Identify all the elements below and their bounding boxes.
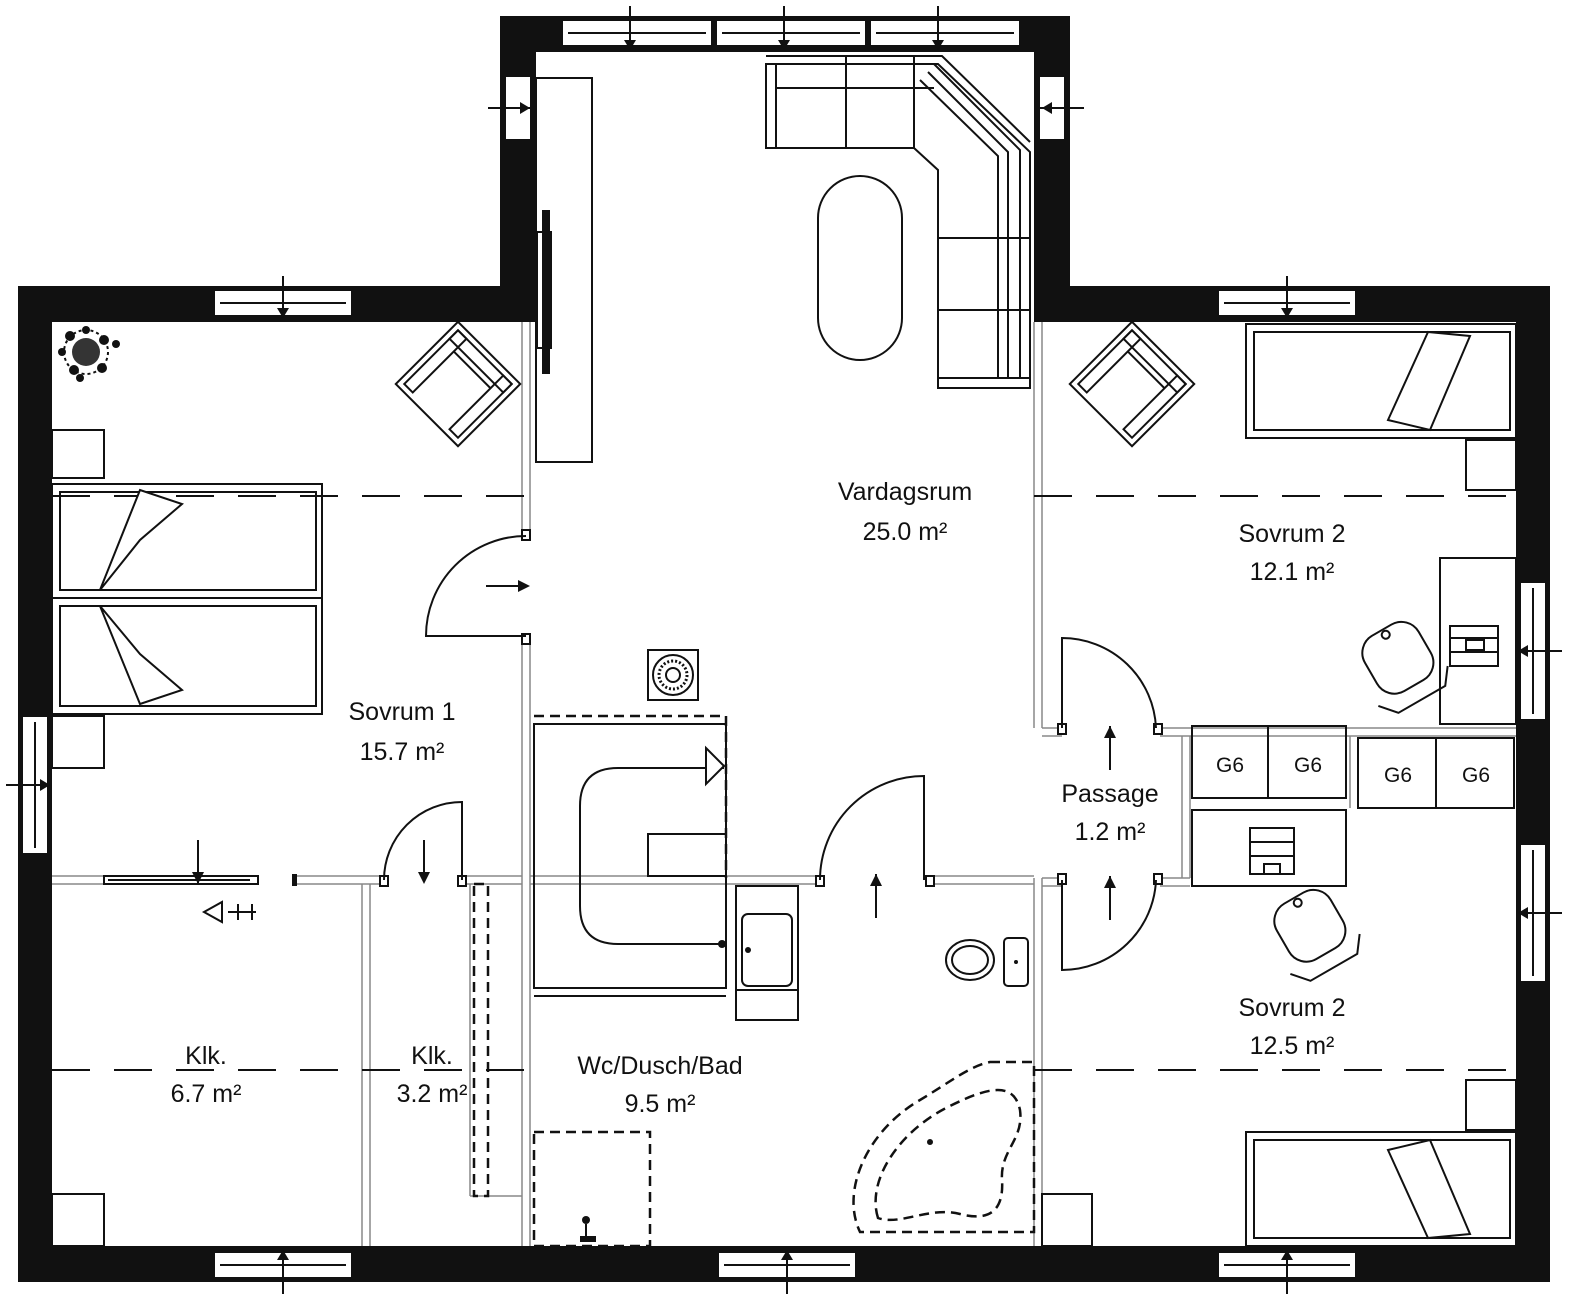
sliding-door-klk-large [103, 840, 297, 924]
desk-chair-lower [1273, 888, 1361, 982]
cabinet-label: G6 [1462, 764, 1490, 787]
room-name-wc-dusch-bad: Wc/Dusch/Bad [577, 1052, 742, 1080]
room-name-klk-large: Klk. [185, 1042, 227, 1070]
room-name-sovrum-1: Sovrum 1 [349, 698, 456, 726]
door-bath [815, 774, 935, 918]
furniture-vardagsrum [535, 55, 1031, 463]
corner-sofa [765, 55, 1031, 389]
room-name-klk-small: Klk. [411, 1042, 453, 1070]
desk-sovrum2-upper [1439, 557, 1517, 725]
nightstand-top [51, 429, 105, 479]
room-area-wc-dusch-bad: 9.5 m² [625, 1090, 696, 1118]
bathtub-icon [852, 1060, 1036, 1234]
window-bottom-sovrum2 [1217, 1250, 1357, 1294]
closet-box [51, 1193, 105, 1247]
window-left-sovrum1 [6, 715, 50, 855]
floor-drain-area [532, 1130, 652, 1248]
stove-area [533, 649, 728, 997]
nightstand-sovrum2-upper [1465, 439, 1517, 491]
room-name-sovrum-2-upper: Sovrum 2 [1239, 520, 1346, 548]
armchair-sovrum2 [1068, 320, 1196, 448]
plant-icon [58, 326, 120, 382]
closet-shelf [472, 882, 490, 1198]
room-area-vardagsrum: 25.0 m² [863, 518, 948, 546]
bed-lower [51, 597, 323, 715]
window-right-sovrum2-upper [1518, 581, 1562, 721]
stove-icon [647, 649, 699, 701]
window-left-living [488, 75, 532, 141]
doors [103, 529, 1163, 972]
window-top-3 [869, 6, 1021, 50]
furniture-bathroom [532, 885, 1036, 1248]
exterior-walls [18, 16, 1550, 1282]
room-name-vardagsrum: Vardagsrum [838, 478, 972, 506]
closet-box-passage [1041, 1193, 1093, 1247]
desk-passage [1191, 809, 1347, 887]
shower-room [533, 714, 728, 997]
furniture-sovrum1 [51, 320, 522, 769]
door-sovrum1-living [424, 529, 531, 645]
dashed-lines [52, 495, 1516, 1071]
bed-sovrum2-upper [1245, 323, 1517, 439]
room-area-sovrum-2-upper: 12.1 m² [1250, 558, 1335, 586]
room-area-sovrum-1: 15.7 m² [360, 738, 445, 766]
toilet-icon [945, 937, 1029, 987]
furniture-closets [51, 882, 490, 1247]
cabinet-label: G6 [1294, 754, 1322, 777]
furniture-sovrum2-upper [1068, 320, 1517, 725]
window-top-sovrum2 [1217, 276, 1357, 318]
window-top-sovrum1 [213, 276, 353, 318]
desk-chair-upper [1361, 620, 1449, 714]
window-right-sovrum2-lower [1518, 843, 1562, 983]
cabinets [1191, 725, 1515, 887]
door-passage-lower [1057, 873, 1163, 972]
cabinet-label: G6 [1384, 764, 1412, 787]
sink-icon [735, 885, 799, 1021]
door-passage-upper [1057, 636, 1163, 770]
window-top-2 [715, 6, 867, 50]
bed-upper [51, 483, 323, 599]
window-bottom-klk [213, 1250, 353, 1294]
furniture-sovrum2-lower [1041, 888, 1517, 1247]
room-area-klk-small: 3.2 m² [397, 1080, 468, 1108]
room-name-passage: Passage [1061, 780, 1158, 808]
bed-sovrum2-lower [1245, 1131, 1517, 1247]
room-name-sovrum-2-lower: Sovrum 2 [1239, 994, 1346, 1022]
armchair-sovrum1 [394, 320, 522, 448]
room-area-passage: 1.2 m² [1075, 818, 1146, 846]
tv-bench [535, 77, 593, 463]
window-top-1 [561, 6, 713, 50]
window-bottom-bath [717, 1250, 857, 1294]
nightstand-bottom [51, 715, 105, 769]
coffee-table [817, 175, 903, 361]
window-right-living [1038, 75, 1084, 141]
room-area-klk-large: 6.7 m² [171, 1080, 242, 1108]
windows [6, 6, 1562, 1294]
cabinet-label: G6 [1216, 754, 1244, 777]
cabinet-labels: G6 G6 G6 G6 [1216, 754, 1490, 787]
room-area-sovrum-2-lower: 12.5 m² [1250, 1032, 1335, 1060]
interior-partitions [52, 322, 1516, 1246]
room-labels: Vardagsrum 25.0 m² Sovrum 1 15.7 m² Sovr… [171, 478, 1346, 1118]
nightstand-sovrum2-lower [1465, 1079, 1517, 1131]
door-klk-small [379, 800, 467, 887]
